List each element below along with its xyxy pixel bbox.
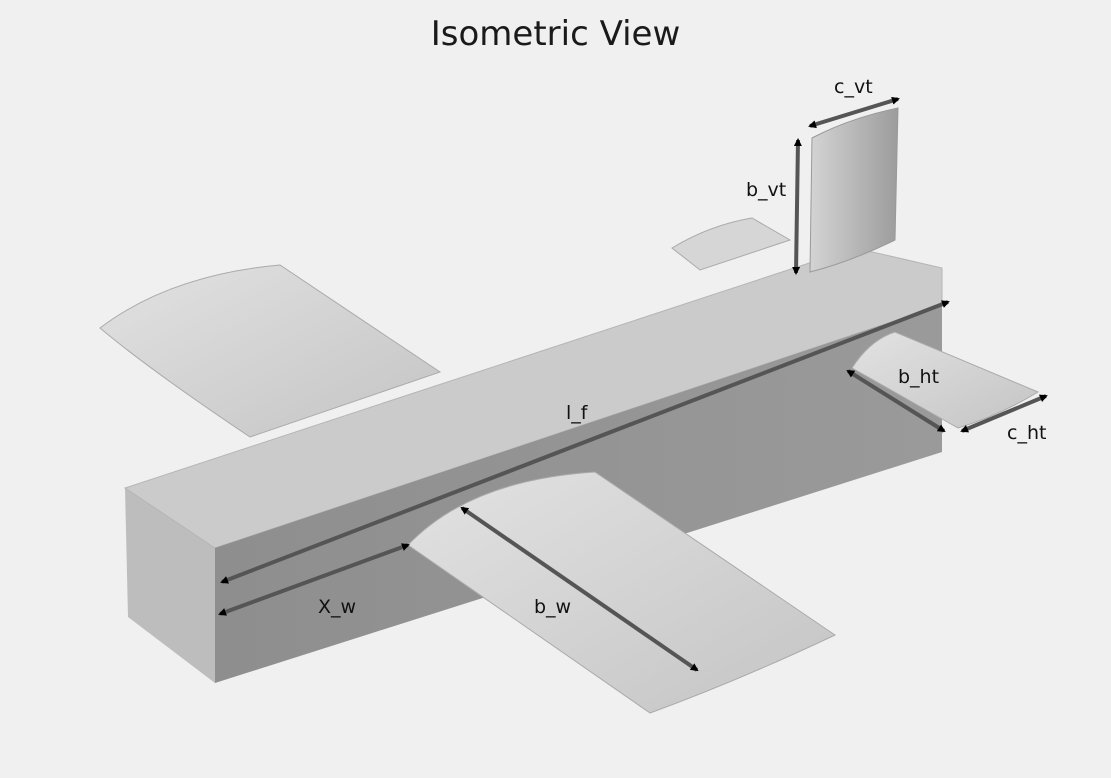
l-f-arrow [220,300,950,584]
label-b-vt: b_vt [746,179,787,201]
fuselage-front-face [125,488,215,683]
x-w-arrow [218,543,410,616]
label-l-f: l_f [566,402,588,424]
c-vt-arrow [808,96,900,129]
label-b-w: b_w [534,596,572,618]
label-x-w: X_w [318,596,357,618]
vertical-tail [809,107,899,273]
figure-title: Isometric View [430,14,681,54]
left-horizontal-tail [671,217,792,271]
b-ht-arrow [846,369,946,433]
label-b-ht: b_ht [898,366,940,388]
label-c-vt: c_vt [834,76,873,98]
label-c-ht: c_ht [1007,422,1047,444]
b-vt-arrow [792,138,802,275]
b-w-arrow [460,506,699,672]
c-ht-arrow [960,394,1048,433]
